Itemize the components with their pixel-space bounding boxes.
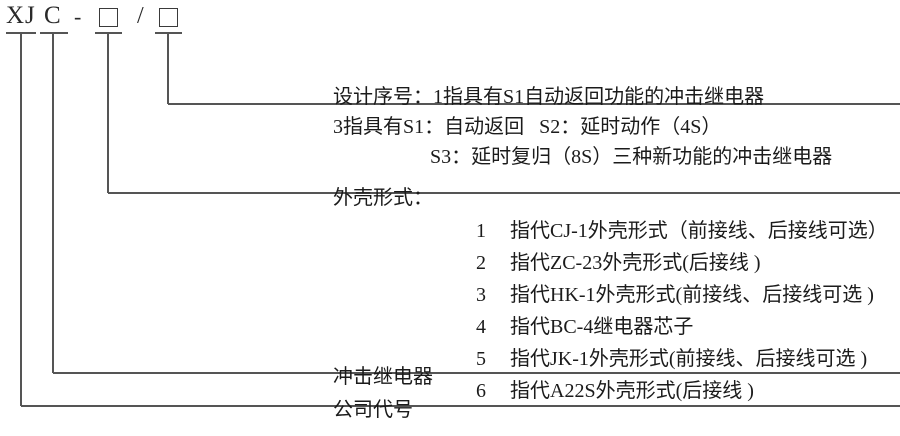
design-number-line-3: S3：延时复归（8S）三种新功能的冲击继电器 (430, 146, 833, 168)
relay-type-label: 冲击继电器 (333, 366, 433, 388)
list-item: 5 指代JK-1外壳形式(前接线、后接线可选 ) (446, 311, 888, 370)
shell-form-item-description: 指代CJ-1外壳形式（前接线、后接线可选） (510, 220, 888, 242)
design-number-placeholder-box (159, 8, 178, 27)
shell-form-item-description: 指代BC-4继电器芯子 (510, 316, 694, 338)
shell-form-item-description: 指代A22S外壳形式(后接线 ) (510, 380, 754, 402)
list-item: 2 指代ZC-23外壳形式(后接线 ) (446, 215, 888, 274)
shell-form-item-description: 指代JK-1外壳形式(前接线、后接线可选 ) (510, 348, 868, 370)
shell-form-item-number: 6 (476, 380, 486, 402)
shell-form-item-number: 1 (476, 220, 486, 242)
shell-form-item-description: 指代HK-1外壳形式(前接线、后接线可选 ) (510, 284, 874, 306)
list-item: 6 指代A22S外壳形式(后接线 ) (446, 343, 888, 402)
list-item: 4 指代BC-4继电器芯子 (446, 279, 888, 338)
list-item: 1 指代CJ-1外壳形式（前接线、后接线可选） (446, 183, 888, 242)
model-code-series: C (44, 2, 62, 29)
shell-form-item-number: 3 (476, 284, 486, 306)
design-number-line-2: 3指具有S1：自动返回 S2：延时动作（4S） (333, 116, 722, 138)
shell-form-list: 1 指代CJ-1外壳形式（前接线、后接线可选） 2 指代ZC-23外壳形式(后接线 … (446, 183, 888, 402)
list-item: 3 指代HK-1外壳形式(前接线、后接线可选 ) (446, 247, 888, 306)
shell-form-item-number: 5 (476, 348, 486, 370)
company-code-label: 公司代号 (333, 399, 413, 421)
shell-form-item-number: 2 (476, 252, 486, 274)
model-code-prefix: XJ (6, 2, 36, 29)
shell-form-placeholder-box (99, 8, 118, 27)
design-number-line-1: 设计序号：1指具有S1自动返回功能的冲击继电器 (333, 86, 765, 108)
shell-form-heading: 外壳形式： (333, 187, 433, 209)
model-code-row: XJ C - / (0, 0, 260, 34)
shell-form-item-number: 4 (476, 316, 486, 338)
shell-form-item-description: 指代ZC-23外壳形式(后接线 ) (510, 252, 761, 274)
model-code-slash: / (137, 3, 145, 29)
model-code-dash: - (74, 4, 83, 29)
